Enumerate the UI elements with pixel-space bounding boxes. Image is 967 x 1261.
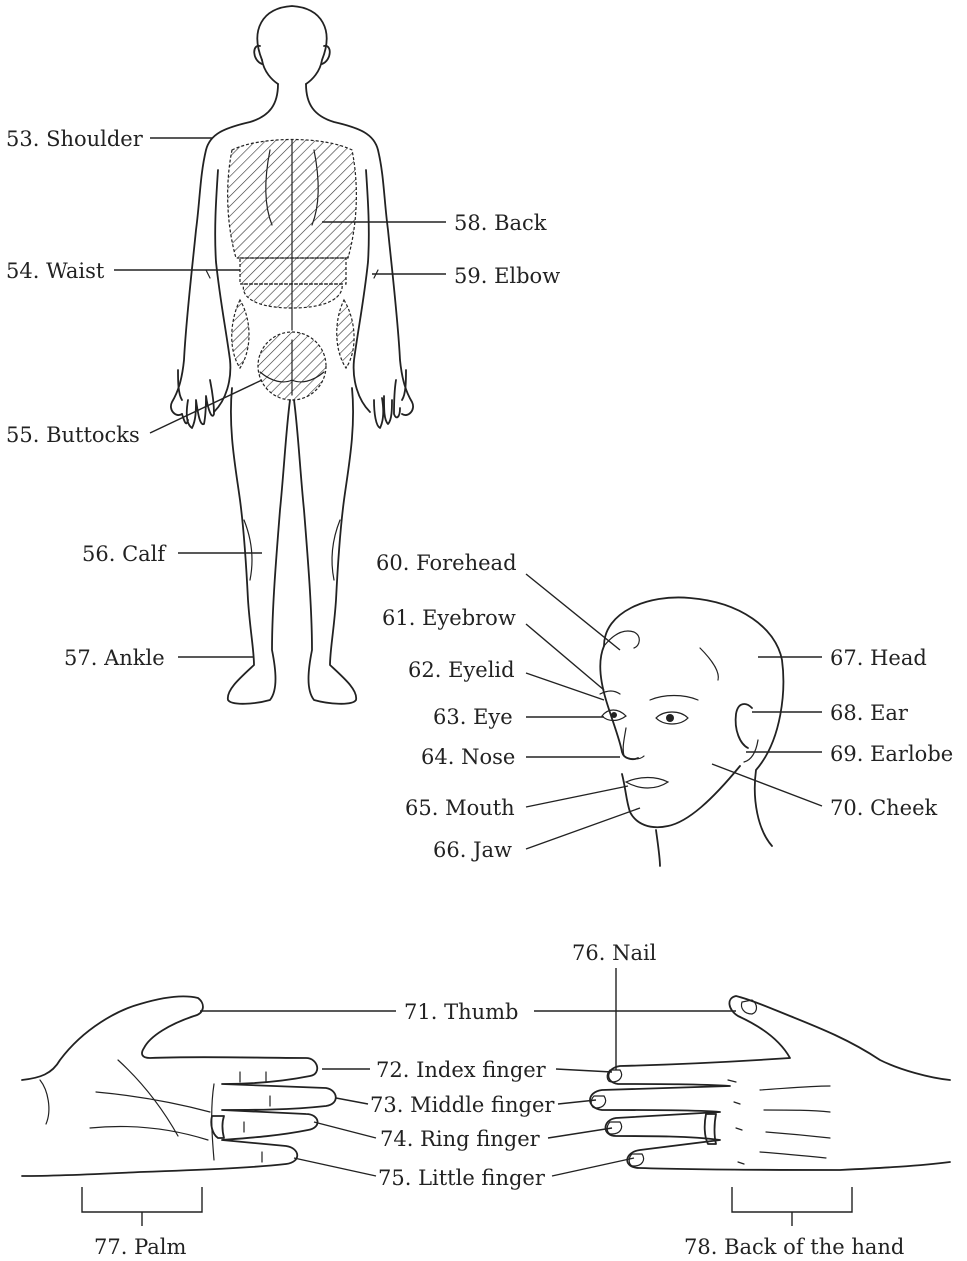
label-buttocks: 55. Buttocks	[6, 423, 140, 447]
label-head: 67. Head	[830, 646, 927, 670]
label-calf: 56. Calf	[82, 542, 167, 566]
label-back: 58. Back	[454, 211, 547, 235]
label-ear: 68. Ear	[830, 701, 909, 725]
label-elbow: 59. Elbow	[454, 264, 560, 288]
label-eyelid: 62. Eyelid	[408, 658, 515, 682]
label-nail: 76. Nail	[572, 941, 657, 965]
label-shoulder: 53. Shoulder	[6, 127, 144, 151]
label-index-finger: 72. Index finger	[376, 1058, 547, 1082]
label-cheek: 70. Cheek	[830, 796, 938, 820]
label-mouth: 65. Mouth	[405, 796, 515, 820]
label-palm: 77. Palm	[94, 1235, 186, 1259]
palm-hand-figure	[22, 996, 336, 1176]
label-nose: 64. Nose	[421, 745, 515, 769]
label-ring-finger: 74. Ring finger	[380, 1127, 541, 1151]
label-waist: 54. Waist	[6, 259, 105, 283]
label-ankle: 57. Ankle	[64, 646, 165, 670]
label-forehead: 60. Forehead	[376, 551, 517, 575]
label-back-of-hand: 78. Back of the hand	[684, 1235, 904, 1259]
label-little-finger: 75. Little finger	[378, 1166, 546, 1190]
back-of-hand-figure	[590, 996, 950, 1170]
label-thumb: 71. Thumb	[404, 1000, 519, 1024]
label-earlobe: 69. Earlobe	[830, 742, 953, 766]
label-eyebrow: 61. Eyebrow	[382, 606, 516, 630]
label-eye: 63. Eye	[433, 705, 513, 729]
body-back-view-figure	[171, 6, 413, 704]
label-jaw: 66. Jaw	[433, 838, 512, 862]
face-figure	[600, 597, 783, 866]
label-middle-finger: 73. Middle finger	[370, 1093, 555, 1117]
